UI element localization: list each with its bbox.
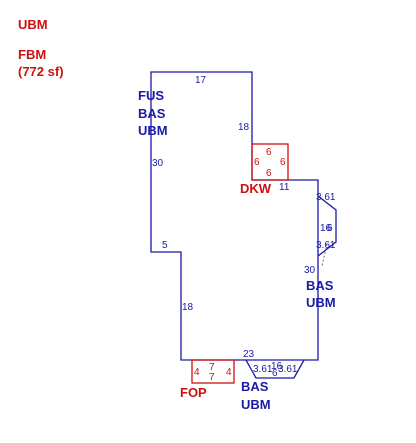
dim-right-wall: 30 [304,265,316,276]
dkw-outline [251,143,289,181]
dim-bottom: 23 [243,349,255,360]
fop-label: FOP [180,385,207,400]
dim-lower-left: 18 [182,302,194,313]
legend-fbm: FBM [18,47,46,62]
dkw-label: DKW [240,181,272,196]
dim-bay-mid-b: 6 [327,223,333,234]
dim-step: 5 [162,240,168,251]
dim-bay-mid-a: 16 [320,223,332,234]
dim-dkw-right: 6 [280,157,286,168]
dim-bay-lower: 3.61 [316,240,336,251]
dim-bottom-bay-a: 3.61 [253,364,273,375]
main-outline [150,71,319,361]
dim-left: 30 [152,158,164,169]
right-area-label-line1: BAS [306,278,334,293]
dim-fop-left: 4 [194,367,200,378]
dim-top: 17 [195,75,207,86]
dim-bottom-bay-c: 3.61 [278,364,298,375]
dim-bay-upper: 3.61 [316,192,336,203]
main-area-label-line3: UBM [138,123,168,138]
dim-dkw-left: 6 [254,157,260,168]
dim-after-dkw: 11 [279,182,290,193]
bottom-bay-outline [245,359,305,379]
main-area-label-line2: BAS [138,106,166,121]
dim-fop-bottom: 7 [209,372,215,383]
bottom-area-label-line1: BAS [241,379,269,394]
dim-upper-right: 18 [238,122,250,133]
dim-fop-top: 7 [209,362,215,373]
dim-fop-right: 4 [226,367,232,378]
fop-outline [191,359,235,384]
dim-dkw-bottom: 6 [266,168,272,179]
right-bay-outline [317,195,337,257]
legend-ubm: UBM [18,17,48,32]
dim-bottom-bay-d: 16 [271,361,283,372]
main-area-label-line1: FUS [138,88,164,103]
legend-area: (772 sf) [18,64,64,79]
right-area-label-line2: UBM [306,295,336,310]
dim-dkw-top: 6 [266,147,272,158]
dim-bottom-bay-b: 6 [272,368,278,379]
bottom-area-label-line2: UBM [241,397,271,412]
